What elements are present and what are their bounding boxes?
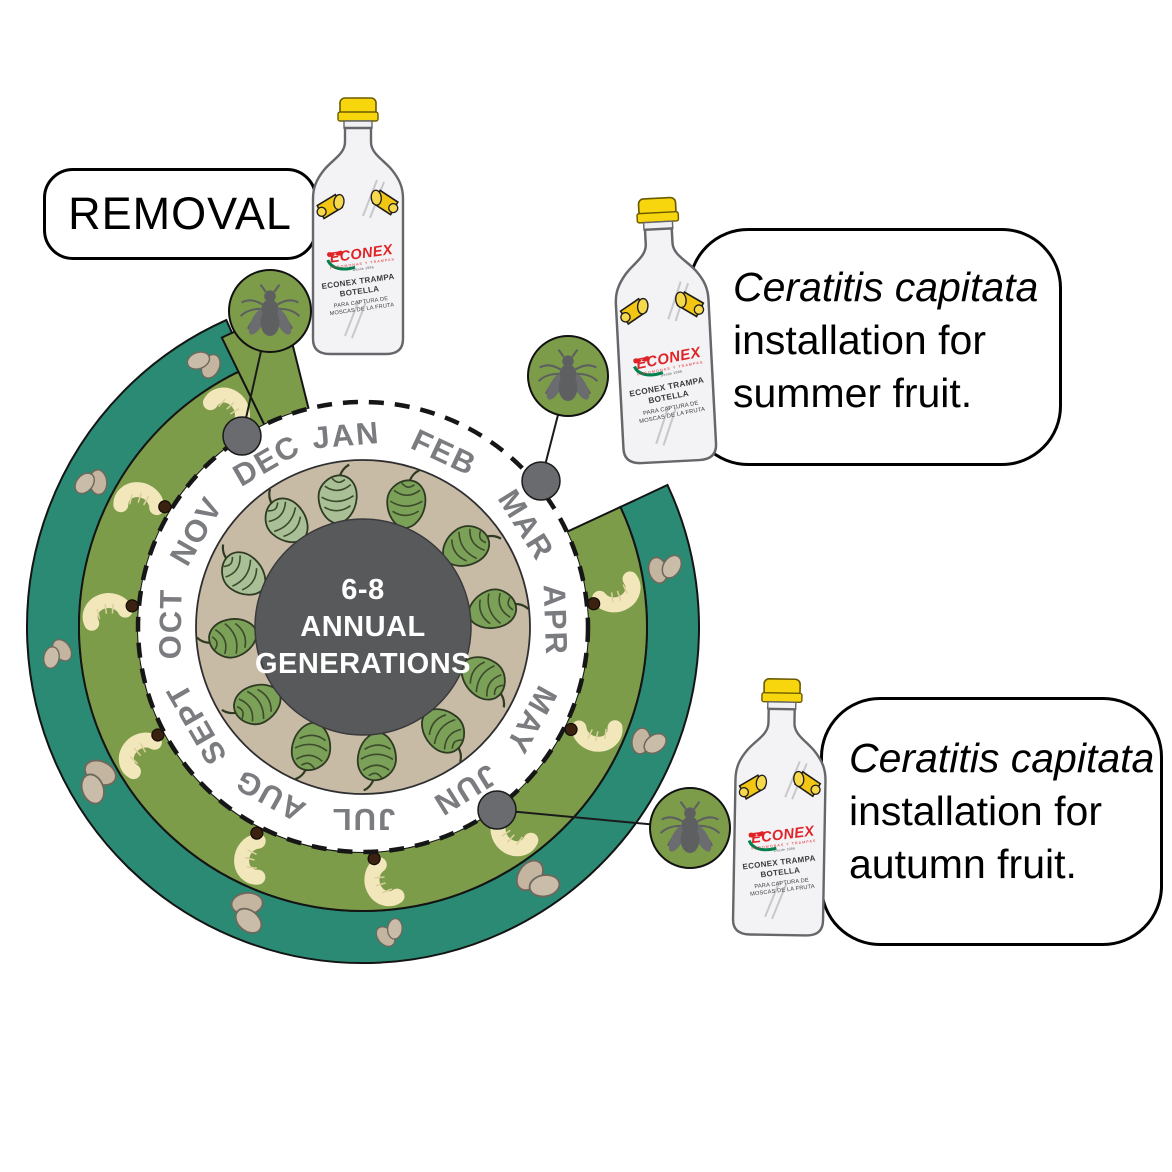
autumn-species-name: Ceratitis capitata bbox=[849, 735, 1155, 781]
bottle-trap-icon bbox=[610, 196, 716, 464]
autumn-fly-badge bbox=[649, 787, 731, 869]
month-oct: OCT bbox=[152, 588, 188, 660]
generations-line1: 6-8 bbox=[341, 574, 384, 606]
summer-line2: installation for bbox=[733, 317, 986, 363]
removal-label: REMOVAL bbox=[68, 188, 292, 239]
march-dot bbox=[521, 461, 561, 501]
autumn-installation-callout: Ceratitis capitata installation for autu… bbox=[820, 697, 1163, 946]
autumn-line2: installation for bbox=[849, 788, 1102, 834]
generations-circle bbox=[254, 518, 472, 736]
generations-line2: ANNUAL bbox=[300, 611, 425, 643]
summer-line3: summer fruit. bbox=[733, 370, 973, 416]
month-labels: JAN FEB MAR APR MAY JUN JUL AUG SEPT OCT… bbox=[152, 415, 574, 837]
month-apr: APR bbox=[537, 584, 574, 657]
june-dot bbox=[477, 790, 517, 830]
removal-callout: REMOVAL bbox=[43, 168, 317, 260]
summer-species-name: Ceratitis capitata bbox=[733, 264, 1039, 310]
removal-fly-badge bbox=[228, 269, 312, 353]
autumn-line3: autumn fruit. bbox=[849, 841, 1077, 887]
summer-installation-callout: Ceratitis capitata installation for summ… bbox=[688, 228, 1062, 466]
timing-dots bbox=[222, 416, 561, 830]
month-jul: JUL bbox=[331, 802, 396, 837]
generations-line3: GENERATIONS bbox=[255, 648, 471, 680]
bottle-trap-icon bbox=[313, 98, 403, 354]
month-jan: JAN bbox=[311, 415, 382, 456]
bottle-trap-icon bbox=[733, 678, 827, 936]
summer-fly-badge bbox=[527, 335, 609, 417]
december-dot bbox=[222, 416, 262, 456]
